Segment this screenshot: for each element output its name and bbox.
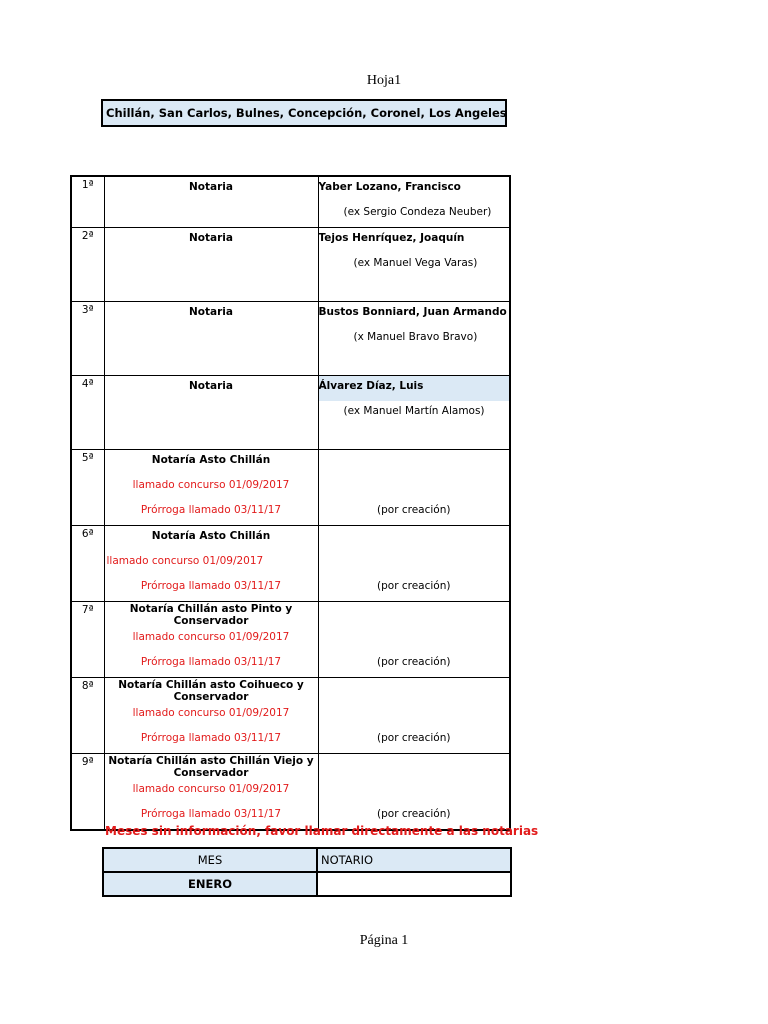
creation-text: (por creación) bbox=[377, 808, 451, 820]
notary-name: Tejos Henríquez, Joaquín bbox=[318, 232, 465, 244]
name-cell: Bustos Bonniard, Juan Armando (x Manuel … bbox=[317, 301, 511, 376]
row-number: 5ª bbox=[70, 449, 105, 526]
month-table: MES NOTARIO ENERO bbox=[102, 847, 512, 897]
table-header-row: MES NOTARIO bbox=[102, 847, 512, 873]
month-cell: ENERO bbox=[102, 871, 318, 897]
notary-cell bbox=[316, 871, 512, 897]
notary-type: Notaria bbox=[189, 232, 233, 244]
type-cell: Notaria bbox=[103, 301, 319, 376]
table-row: 2ª Notaria Tejos Henríquez, Joaquín (ex … bbox=[70, 227, 511, 302]
row-number: 4ª bbox=[70, 375, 105, 450]
creation-text: (por creación) bbox=[377, 732, 451, 744]
table-row: 3ª Notaria Bustos Bonniard, Juan Armando… bbox=[70, 301, 511, 376]
notice-text: Meses sin información, favor llamar dire… bbox=[105, 824, 539, 838]
previous-notary: (x Manuel Bravo Bravo) bbox=[353, 331, 478, 343]
llamado-text: llamado concurso 01/09/2017 bbox=[132, 479, 290, 491]
table-row: 1ª Notaria Yaber Lozano, Francisco (ex S… bbox=[70, 175, 511, 228]
column-header-notario: NOTARIO bbox=[316, 847, 512, 873]
llamado-text: llamado concurso 01/09/2017 bbox=[106, 555, 264, 567]
creation-text: (por creación) bbox=[377, 504, 451, 516]
notary-name: Yaber Lozano, Francisco bbox=[318, 181, 461, 193]
notary-type: Notaria bbox=[189, 306, 233, 318]
notary-name: Bustos Bonniard, Juan Armando bbox=[318, 306, 507, 318]
column-header-mes: MES bbox=[102, 847, 318, 873]
previous-notary: (ex Manuel Martín Alamos) bbox=[343, 405, 485, 417]
llamado-text: llamado concurso 01/09/2017 bbox=[132, 783, 290, 795]
name-cell: (por creación) bbox=[317, 525, 511, 602]
cities-banner: Chillán, San Carlos, Bulnes, Concepción,… bbox=[101, 99, 507, 127]
name-cell: Yaber Lozano, Francisco (ex Sergio Conde… bbox=[317, 175, 511, 228]
name-cell: (por creación) bbox=[317, 449, 511, 526]
notary-type: Notaría Asto Chillán bbox=[151, 454, 271, 466]
type-cell: Notaria bbox=[103, 227, 319, 302]
name-cell: (por creación) bbox=[317, 601, 511, 678]
table-row: 5ª Notaría Asto Chillán llamado concurso… bbox=[70, 449, 511, 526]
type-cell: Notaría Asto Chillán llamado concurso 01… bbox=[103, 525, 319, 602]
name-cell: (por creación) bbox=[317, 753, 511, 831]
creation-text: (por creación) bbox=[377, 580, 451, 592]
name-cell: Álvarez Díaz, Luis (ex Manuel Martín Ala… bbox=[317, 375, 511, 450]
previous-notary: (ex Manuel Vega Varas) bbox=[353, 257, 478, 269]
type-cell: Notaria bbox=[103, 375, 319, 450]
prorroga-text: Prórroga llamado 03/11/17 bbox=[140, 580, 282, 592]
notary-type: Notaria bbox=[189, 380, 233, 392]
row-number: 8ª bbox=[70, 677, 105, 754]
row-number: 3ª bbox=[70, 301, 105, 376]
sheet-title: Hoja1 bbox=[366, 73, 402, 88]
prorroga-text: Prórroga llamado 03/11/17 bbox=[140, 504, 282, 516]
creation-text: (por creación) bbox=[377, 656, 451, 668]
notaries-table: 1ª Notaria Yaber Lozano, Francisco (ex S… bbox=[70, 175, 511, 831]
table-row: ENERO bbox=[102, 871, 512, 897]
row-number: 6ª bbox=[70, 525, 105, 602]
type-cell: Notaria bbox=[103, 175, 319, 228]
previous-notary: (ex Sergio Condeza Neuber) bbox=[343, 206, 492, 218]
prorroga-text: Prórroga llamado 03/11/17 bbox=[140, 656, 282, 668]
prorroga-text: Prórroga llamado 03/11/17 bbox=[140, 808, 282, 820]
name-cell: Tejos Henríquez, Joaquín (ex Manuel Vega… bbox=[317, 227, 511, 302]
notary-name: Álvarez Díaz, Luis bbox=[318, 376, 509, 401]
notary-type: Notaria bbox=[189, 181, 233, 193]
table-row: 4ª Notaria Álvarez Díaz, Luis (ex Manuel… bbox=[70, 375, 511, 450]
llamado-text: llamado concurso 01/09/2017 bbox=[132, 707, 290, 719]
notary-type: Notaría Asto Chillán bbox=[151, 530, 271, 542]
page-footer: Página 1 bbox=[359, 933, 409, 948]
table-row: 6ª Notaría Asto Chillán llamado concurso… bbox=[70, 525, 511, 602]
llamado-text: llamado concurso 01/09/2017 bbox=[132, 631, 290, 643]
type-cell: Notaría Asto Chillán llamado concurso 01… bbox=[103, 449, 319, 526]
row-number: 2ª bbox=[70, 227, 105, 302]
row-number: 1ª bbox=[70, 175, 105, 228]
prorroga-text: Prórroga llamado 03/11/17 bbox=[140, 732, 282, 744]
row-number: 7ª bbox=[70, 601, 105, 678]
name-cell: (por creación) bbox=[317, 677, 511, 754]
row-number: 9ª bbox=[70, 753, 105, 831]
